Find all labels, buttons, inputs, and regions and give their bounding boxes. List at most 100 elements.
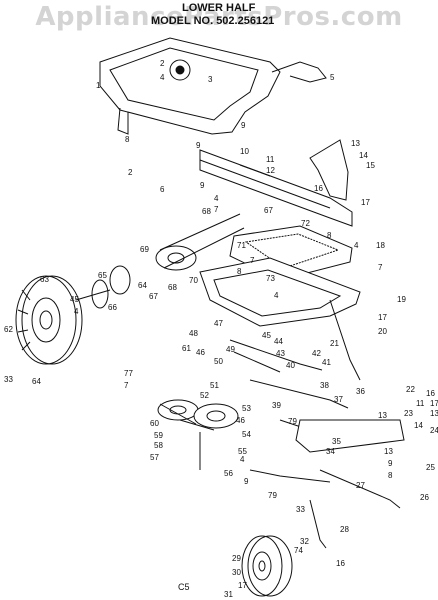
callout-49: 49 [226,345,235,354]
callout-17: 17 [378,313,387,322]
callout-73: 73 [266,274,275,283]
callout-60: 60 [150,419,159,428]
callout-42: 42 [312,349,321,358]
callout-59: 59 [154,431,163,440]
lower-pan [199,257,361,327]
callout-79: 79 [268,491,277,500]
callout-2: 2 [128,168,133,177]
callout-17: 17 [238,581,247,590]
callout-58: 58 [154,441,163,450]
callout-50: 50 [214,357,223,366]
callout-18: 18 [376,241,385,250]
callout-28: 28 [340,525,349,534]
callout-37: 37 [334,395,343,404]
callout-34: 34 [326,447,335,456]
callout-71: 71 [237,241,246,250]
callout-68: 68 [168,283,177,292]
callout-69: 69 [140,245,149,254]
callout-9: 9 [196,141,201,150]
callout-15: 15 [366,161,375,170]
callout-4: 4 [240,455,245,464]
callout-13: 13 [384,447,393,456]
page-footer: C5 [178,582,190,592]
callout-32: 32 [300,537,309,546]
callout-17: 17 [430,399,438,408]
callout-79: 79 [288,417,297,426]
front-wheel [241,535,293,597]
callout-74: 74 [294,546,303,555]
callout-25: 25 [426,463,435,472]
callout-40: 40 [286,361,295,370]
callout-5: 5 [330,73,335,82]
callout-17: 17 [361,198,370,207]
callout-13: 13 [351,139,360,148]
callout-51: 51 [210,381,219,390]
callout-8: 8 [237,267,242,276]
frame [199,139,353,227]
callout-36: 36 [356,387,365,396]
callout-8: 8 [125,135,130,144]
callout-45: 45 [70,295,79,304]
callout-4: 4 [354,241,359,250]
callout-4: 4 [274,291,279,300]
callout-16: 16 [314,184,323,193]
callout-7: 7 [214,205,219,214]
callout-30: 30 [232,568,241,577]
callout-14: 14 [414,421,423,430]
callout-44: 44 [274,337,283,346]
callout-55: 55 [238,447,247,456]
callout-1: 1 [96,81,101,90]
callout-77: 77 [124,369,133,378]
callout-14: 14 [359,151,368,160]
callout-48: 48 [189,329,198,338]
front-axle [249,419,405,549]
deck-plate [99,37,327,135]
callout-67: 67 [264,206,273,215]
callout-52: 52 [200,391,209,400]
callout-27: 27 [356,481,365,490]
callout-29: 29 [232,554,241,563]
callout-7: 7 [124,381,129,390]
callout-12: 12 [266,166,275,175]
callout-70: 70 [189,276,198,285]
callout-33: 33 [4,375,13,384]
callout-6: 6 [160,185,165,194]
callout-22: 22 [406,385,415,394]
callout-9: 9 [244,477,249,486]
callout-45: 45 [262,331,271,340]
callout-9: 9 [241,121,246,130]
callout-47: 47 [214,319,223,328]
callout-33: 33 [296,505,305,514]
model-number: MODEL NO. 502.256121 [151,15,275,27]
callout-43: 43 [276,349,285,358]
callout-35: 35 [332,437,341,446]
callout-2: 2 [160,59,165,68]
callout-7: 7 [378,263,383,272]
callout-39: 39 [272,401,281,410]
diagram-title: LOWER HALF [182,2,256,14]
callout-53: 53 [242,404,251,413]
callout-56: 56 [224,469,233,478]
callout-13: 13 [378,411,387,420]
callout-4: 4 [74,307,79,316]
callout-26: 26 [420,493,429,502]
callout-57: 57 [150,453,159,462]
callout-62: 62 [4,325,13,334]
callout-64: 64 [138,281,147,290]
callout-9: 9 [200,181,205,190]
callout-68: 68 [202,207,211,216]
callout-67: 67 [149,292,158,301]
callout-64: 64 [32,377,41,386]
callout-19: 19 [397,295,406,304]
callout-24: 24 [430,426,438,435]
callout-4: 4 [214,194,219,203]
callout-16: 16 [426,389,435,398]
callout-65: 65 [98,271,107,280]
callout-31: 31 [224,590,233,599]
upper-pulley [155,213,245,271]
callout-63: 63 [40,275,49,284]
callout-23: 23 [404,409,413,418]
callout-20: 20 [378,327,387,336]
